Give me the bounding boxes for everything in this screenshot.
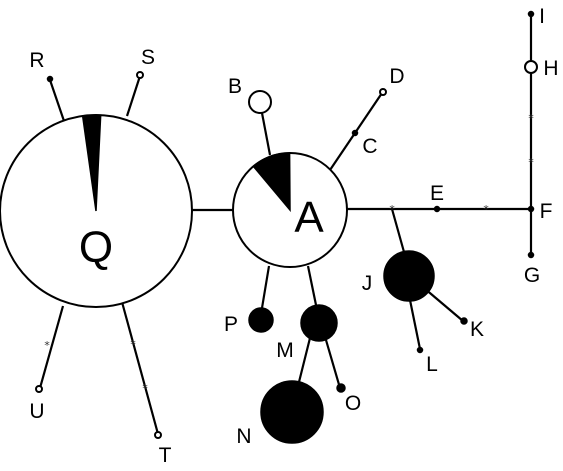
label-n: N: [236, 425, 251, 448]
node-labels: Q A R S B C D E F G H I J K L M N O P T …: [29, 5, 558, 467]
node-d: [379, 88, 387, 96]
label-g: G: [524, 264, 540, 287]
node-i: [527, 10, 535, 18]
node-b: [248, 90, 272, 114]
label-r: R: [29, 49, 44, 72]
mutation-mark: *: [44, 339, 51, 352]
mutation-mark: *: [389, 203, 396, 216]
mutation-mark: *: [142, 382, 149, 395]
edge-m-n: [297, 337, 312, 383]
mutation-marks: * * * * * * *: [44, 112, 535, 395]
label-e: E: [430, 182, 444, 205]
edge-q-u: [38, 305, 65, 389]
label-h: H: [543, 57, 558, 80]
mutation-mark: *: [528, 156, 535, 169]
node-p: [248, 307, 274, 333]
node-j: [383, 250, 435, 302]
label-l: L: [426, 353, 438, 376]
edge-e-j: [390, 208, 406, 253]
node-c: [351, 129, 359, 137]
label-p: P: [224, 313, 238, 336]
label-s: S: [141, 46, 155, 69]
node-a-pie-slice: [252, 152, 291, 213]
edge-a-b: [260, 112, 272, 156]
nodes: [0, 10, 538, 444]
label-o: O: [345, 392, 361, 415]
edge-a-p: [260, 265, 271, 309]
label-d: D: [389, 65, 404, 88]
label-m: M: [276, 339, 294, 362]
label-j: J: [362, 272, 373, 295]
label-k: K: [470, 318, 484, 341]
node-u: [35, 385, 43, 393]
mutation-mark: *: [130, 338, 137, 351]
edge-a-m: [306, 265, 318, 306]
edge-a-c: [329, 132, 356, 171]
label-t: T: [159, 444, 172, 467]
edge-j-k: [423, 287, 464, 322]
node-e: [433, 205, 441, 213]
edge-q-r: [48, 79, 66, 122]
label-a: A: [294, 193, 324, 242]
mutation-mark: *: [483, 203, 490, 216]
node-k: [460, 317, 468, 325]
node-r: [46, 75, 54, 83]
node-s: [136, 71, 144, 79]
label-f: F: [540, 200, 553, 223]
node-h: [524, 60, 538, 74]
node-q-pie-slice: [81, 114, 102, 212]
label-u: U: [29, 400, 44, 423]
edge-q-t: [120, 301, 160, 435]
edge-j-l: [408, 299, 422, 350]
label-i: I: [539, 5, 545, 28]
edges: [38, 15, 533, 435]
node-g: [527, 251, 535, 259]
node-l: [416, 346, 424, 354]
node-t: [154, 431, 162, 439]
edge-m-o: [324, 339, 342, 389]
node-m: [300, 304, 338, 342]
label-q: Q: [79, 223, 113, 272]
edge-c-d: [354, 92, 383, 134]
label-c: C: [362, 135, 377, 158]
node-o: [336, 383, 346, 393]
edge-q-s: [125, 75, 142, 117]
mutation-mark: *: [528, 112, 535, 125]
node-n: [260, 380, 324, 444]
label-b: B: [228, 75, 242, 98]
node-f: [527, 205, 535, 213]
